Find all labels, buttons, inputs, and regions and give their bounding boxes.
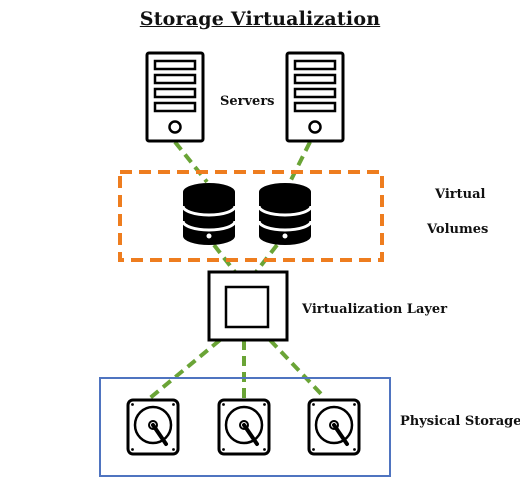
server-icon (145, 51, 205, 143)
connectors (148, 140, 327, 400)
connector-server1-volume1 (173, 140, 209, 184)
server-icon (285, 51, 345, 143)
virtualization-layer-box (207, 270, 289, 342)
virtualization-layer-label: Virtualization Layer (302, 302, 448, 317)
virtual-volumes-border (118, 170, 384, 262)
servers-label: Servers (220, 94, 275, 109)
physical-storage-label: Physical Storage (400, 414, 520, 429)
hard-disk-icon (307, 398, 361, 456)
database-icon (181, 183, 237, 245)
hard-disk-icon (217, 398, 271, 456)
connector-volume1-layer (212, 243, 237, 274)
virtual-volumes-label-line1: Virtual (435, 187, 486, 202)
hard-disk-icon (126, 398, 180, 456)
connector-layer-disk3 (268, 338, 327, 400)
virtual-volumes-label-line2: Volumes (427, 222, 489, 237)
database-icon (257, 183, 313, 245)
diagram-title: Storage Virtualization (139, 8, 381, 30)
connector-layer-disk1 (148, 338, 222, 400)
connector-server2-volume2 (288, 141, 312, 183)
physical-storage-border (99, 377, 391, 477)
